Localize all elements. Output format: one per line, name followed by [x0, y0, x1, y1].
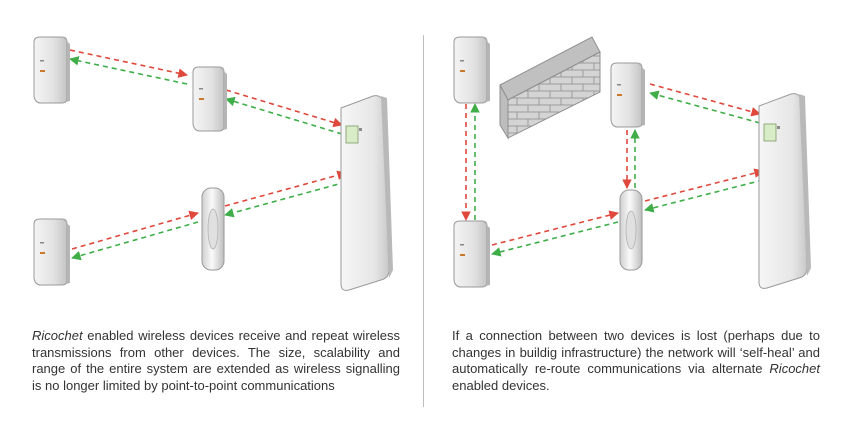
link-right-sensor-c-to-repeater — [491, 210, 619, 257]
link-left-repeater-to-panel — [224, 170, 347, 218]
pir-sensor-icon — [33, 218, 70, 286]
caption-right-brand: Ricochet — [769, 361, 820, 376]
left-panel — [33, 36, 393, 291]
pir-sensor-icon — [453, 36, 490, 104]
caption-right-text: If a connection between two devices is l… — [452, 328, 820, 376]
pir-sensor-icon — [33, 36, 70, 104]
link-right-repeater-to-panel — [644, 168, 764, 213]
caption-left-brand: Ricochet — [32, 328, 83, 343]
link-left-sensor-b-to-panel — [225, 89, 343, 135]
right-panel — [453, 36, 811, 289]
link-left-sensor-c-to-repeater — [71, 210, 199, 261]
link-right-sensor-a-to-sensor-c — [461, 103, 480, 221]
link-right-sensor-b-to-repeater — [622, 129, 640, 189]
pir-sensor-icon — [610, 62, 645, 128]
pir-sensor-icon — [453, 220, 490, 288]
link-right-sensor-b-to-panel — [649, 83, 761, 124]
control-panel-icon — [758, 93, 811, 289]
wireless-repeater-icon — [201, 187, 225, 271]
caption-left-text: enabled wireless devices receive and rep… — [32, 328, 400, 393]
wireless-repeater-icon — [619, 189, 643, 271]
caption-left: Ricochet enabled wireless devices receiv… — [32, 328, 400, 394]
panel-divider — [423, 35, 424, 407]
caption-right-end: enabled devices. — [452, 377, 550, 393]
control-panel-icon — [340, 95, 393, 291]
pir-sensor-icon — [192, 66, 227, 132]
link-left-sensor-a-to-sensor-b — [69, 49, 188, 85]
caption-right: If a connection between two devices is l… — [452, 328, 820, 394]
brick-wall-icon — [499, 36, 601, 140]
